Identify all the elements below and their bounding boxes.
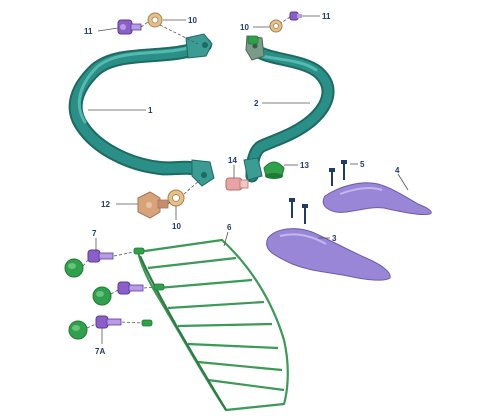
callout-7a: 7A (95, 347, 105, 356)
washer-10-left-bottom (167, 189, 185, 207)
left-crash-bar (68, 33, 215, 187)
callout-5: 5 (360, 160, 365, 169)
washer-10-left-top (147, 12, 163, 28)
skid-plate-4 (322, 182, 432, 215)
right-bar-clip (247, 35, 259, 45)
cap-top (64, 258, 84, 278)
bolt-7-top (87, 249, 114, 263)
callout-14: 14 (228, 156, 237, 165)
guard-frame-6 (136, 238, 289, 412)
assembly-line (110, 289, 119, 295)
callout-1: 1 (148, 106, 153, 115)
callout-10-left-bottom: 10 (172, 222, 181, 231)
cap-middle (92, 286, 112, 306)
bolt-7-middle (117, 281, 144, 295)
assembly-line (280, 16, 291, 24)
bolt-11-right (289, 11, 302, 21)
callout-11-right: 11 (322, 12, 331, 21)
callout-12: 12 (101, 200, 110, 209)
bolt-11-left (117, 19, 142, 35)
guard-mount-tabs (133, 247, 165, 327)
assembly-line (183, 179, 201, 195)
assembly-line (113, 251, 135, 257)
skid-plate-3 (266, 228, 391, 281)
assembly-line (159, 24, 199, 45)
callout-labels: 11 10 10 11 1 2 14 13 5 4 12 10 6 7 3 7A (84, 12, 400, 356)
assembly-line (82, 259, 89, 267)
assembly-line (167, 201, 171, 205)
callout-2: 2 (254, 99, 259, 108)
callout-6: 6 (227, 223, 232, 232)
callout-3: 3 (332, 234, 337, 243)
spacer-14 (225, 177, 249, 191)
bolts-skid-3 (289, 198, 308, 224)
assembly-line (121, 321, 143, 324)
callout-10-left-top: 10 (188, 16, 197, 25)
assembly-line (143, 286, 155, 289)
right-crash-bar (243, 35, 335, 183)
assembly-line (86, 323, 97, 329)
washer-10-right-top (269, 19, 283, 33)
bolt-7a (95, 315, 122, 329)
cap-13 (263, 161, 285, 179)
callout-13: 13 (300, 161, 309, 170)
callout-11-left: 11 (84, 27, 93, 36)
callout-10-right-top: 10 (240, 23, 249, 32)
bolts-5 (329, 160, 347, 186)
nut-12 (137, 191, 169, 219)
cap-bottom (68, 320, 88, 340)
leader-lines (88, 15, 409, 344)
callout-4: 4 (395, 166, 400, 175)
callout-7: 7 (92, 229, 97, 238)
assembly-line (140, 21, 149, 28)
